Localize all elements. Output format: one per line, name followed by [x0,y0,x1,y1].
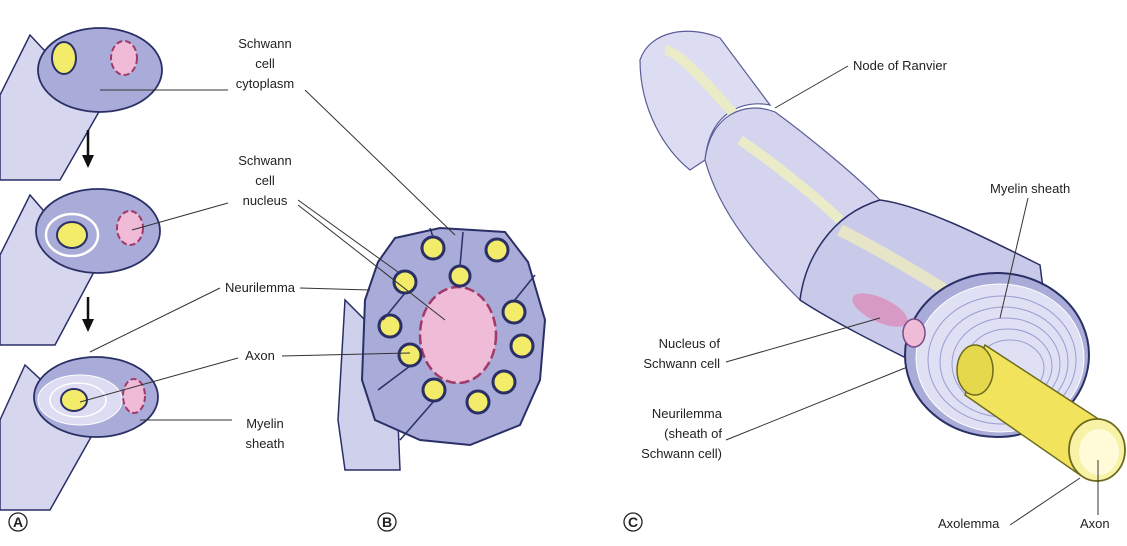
a3-nucleus [123,379,145,413]
label-neurilemma-c: Neurilemma (sheath of Schwann cell) [641,406,723,461]
panel-a-stage-3 [0,357,158,510]
svg-text:Schwann: Schwann [238,36,291,51]
c-axon-inner-face [957,345,993,395]
svg-text:cell: cell [255,56,275,71]
svg-text:Neurilemma: Neurilemma [652,406,723,421]
b-shared-nucleus [420,287,496,383]
label-myelin-sheath-c: Myelin sheath [990,181,1070,196]
svg-text:nucleus: nucleus [243,193,288,208]
panel-a: A [0,28,162,531]
c-schwann-nucleus-cut [903,319,925,347]
svg-text:Schwann cell): Schwann cell) [641,446,722,461]
label-axolemma: Axolemma [938,516,1000,531]
panel-b-letter: B [382,514,392,530]
b-axon [423,379,445,401]
svg-text:Nucleus of: Nucleus of [659,336,721,351]
label-neurilemma: Neurilemma [225,280,296,295]
b-axon [450,266,470,286]
a1-nucleus [111,41,137,75]
arrow-down-icon [82,297,94,332]
label-myelin-sheath: Myelin sheath [245,416,284,451]
label-nucleus-of-schwann-cell: Nucleus of Schwann cell [643,336,720,371]
svg-text:Myelin: Myelin [246,416,284,431]
svg-text:Schwann: Schwann [238,153,291,168]
b-axon [486,239,508,261]
label-node-of-ranvier: Node of Ranvier [853,58,948,73]
svg-text:Schwann cell: Schwann cell [643,356,720,371]
label-axon: Axon [245,348,275,363]
panel-c-letter: C [628,514,638,530]
svg-text:cytoplasm: cytoplasm [236,76,295,91]
b-axon [394,271,416,293]
panel-a-letter: A [13,514,23,530]
b-axon [511,335,533,357]
b-axon [422,237,444,259]
a3-axon [61,389,87,411]
a2-axon [57,222,87,248]
label-schwann-cell-cytoplasm: Schwann cell cytoplasm [236,36,295,91]
b-axon [467,391,489,413]
b-axon [493,371,515,393]
panel-a-stage-1 [0,28,162,180]
panel-b: B [338,228,545,531]
svg-text:cell: cell [255,173,275,188]
b-axon [399,344,421,366]
label-axon-c: Axon [1080,516,1110,531]
panel-a-stage-2 [0,189,160,345]
b-axon [379,315,401,337]
svg-text:sheath: sheath [245,436,284,451]
svg-text:(sheath of: (sheath of [664,426,722,441]
a1-axon [52,42,76,74]
c-axon-end-core [1079,429,1119,475]
label-schwann-cell-nucleus: Schwann cell nucleus [238,153,291,208]
b-axon [503,301,525,323]
